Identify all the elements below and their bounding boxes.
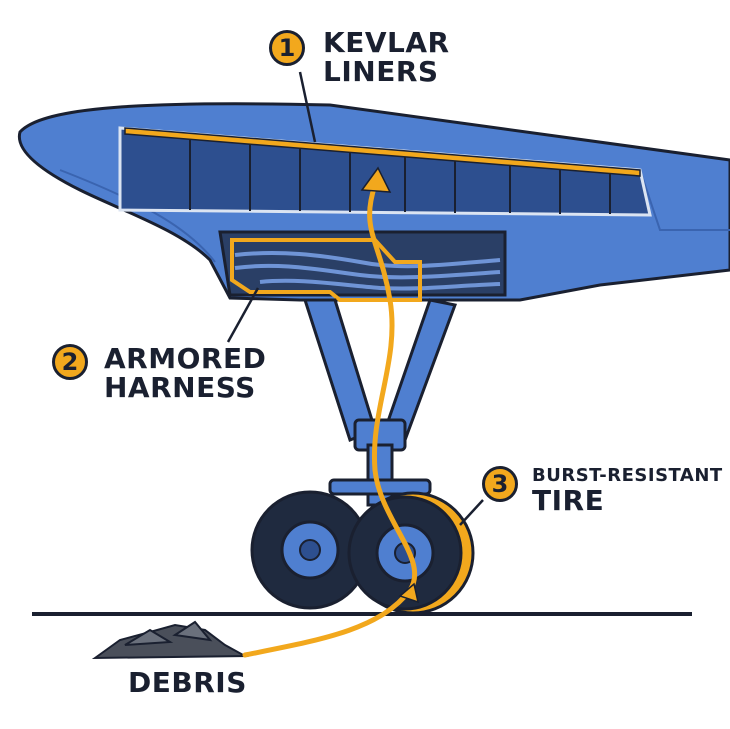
callout-1-line2: LINERS xyxy=(323,55,439,89)
callout-3-line1: BURST-RESISTANT xyxy=(532,465,723,486)
callout-badge-3: 3 xyxy=(482,466,518,502)
kevlar-liner xyxy=(124,127,641,177)
callout-1-line1: KEVLAR xyxy=(323,26,450,59)
arrow-head-top xyxy=(360,166,392,193)
arrow-head-tire xyxy=(398,582,420,604)
debris-pile xyxy=(91,620,249,660)
debris-label: DEBRIS xyxy=(128,666,247,699)
rear-wheel xyxy=(250,490,370,610)
callout-label-3: BURST-RESISTANT TIRE xyxy=(532,465,723,517)
leader-line-3 xyxy=(459,499,484,526)
callout-label-1: KEVLAR LINERS xyxy=(323,28,450,87)
debris-path-arrow xyxy=(242,182,418,658)
callout-2-line2: HARNESS xyxy=(104,371,256,405)
front-wheel xyxy=(347,491,475,615)
callout-badge-2: 2 xyxy=(52,344,88,380)
callout-2-line1: ARMORED xyxy=(104,342,267,375)
landing-gear-strut xyxy=(302,298,458,507)
leader-line-1 xyxy=(298,71,317,143)
leader-line-2 xyxy=(226,287,260,343)
callout-badge-1: 1 xyxy=(269,30,305,66)
armored-harness xyxy=(230,238,422,302)
callout-label-2: ARMORED HARNESS xyxy=(104,344,266,403)
callout-3-line2: TIRE xyxy=(532,483,605,517)
